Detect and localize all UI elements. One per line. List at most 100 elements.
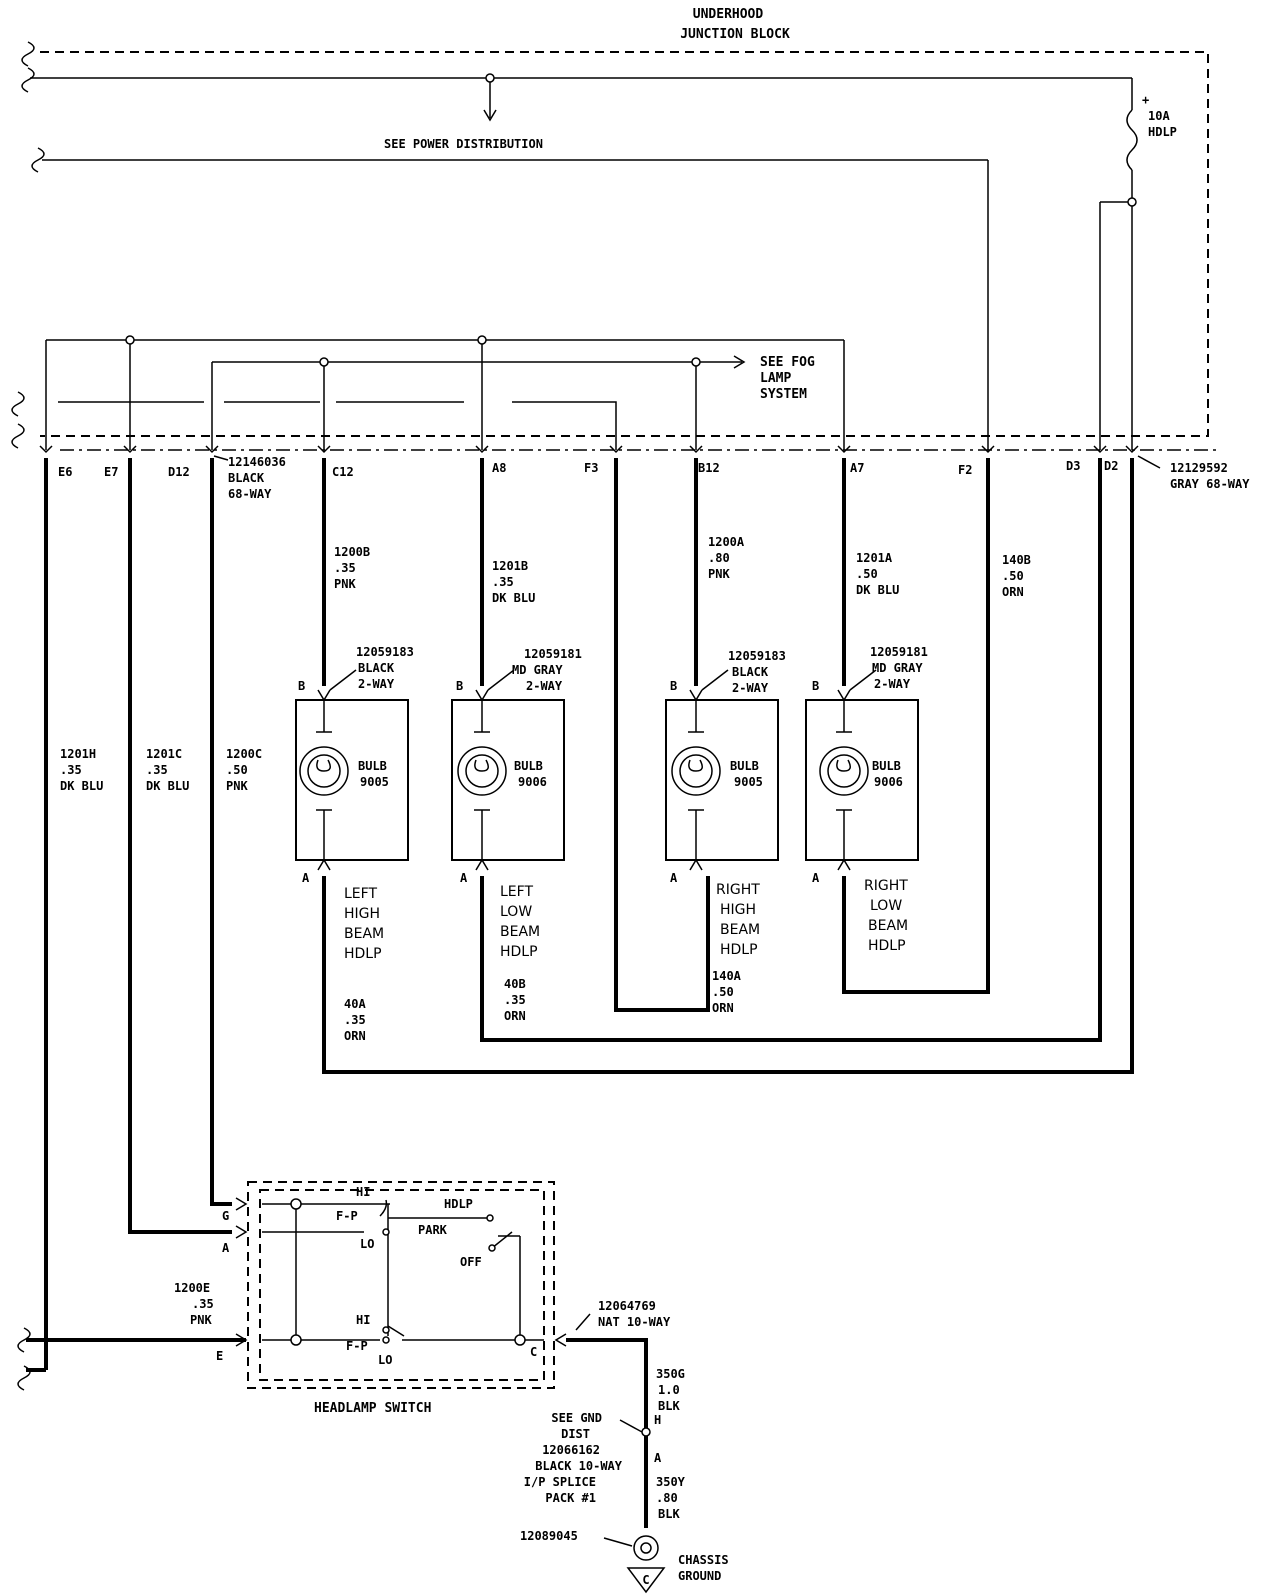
bulb-number: 9005 — [360, 775, 389, 789]
switch-lo-label-2: LO — [378, 1353, 392, 1367]
fuse-symbol — [1099, 109, 1138, 450]
lamp-3-name: BEAM — [720, 922, 760, 938]
bulb-label: BULB — [730, 759, 759, 773]
lamp-1-conn-ways: 2-WAY — [358, 677, 395, 691]
wire-1200a-gauge: .80 — [708, 551, 730, 565]
wire-140b-id: 140B — [1002, 553, 1031, 567]
lamp-4-name: RIGHT — [864, 878, 908, 894]
splice-point — [485, 73, 495, 83]
splice-point — [1127, 197, 1137, 207]
splice-pin-a: A — [654, 1451, 662, 1465]
power-bus — [30, 77, 1133, 450]
lamp-4-name: LOW — [870, 898, 902, 914]
connector-gray-part: 12129592 — [1170, 461, 1228, 475]
wire-350y-id: 350Y — [656, 1475, 686, 1489]
pin-b-label: B — [456, 679, 463, 693]
pin-a-label: A — [460, 871, 468, 885]
bulb-number: 9005 — [734, 775, 763, 789]
junction-block-title-1: UNDERHOOD — [693, 7, 764, 22]
pin-b-label: B — [812, 679, 819, 693]
fuse-plus: + — [1142, 93, 1149, 107]
wire-1200c-id: 1200C — [226, 747, 262, 761]
connector-gray-desc: GRAY 68-WAY — [1170, 477, 1250, 491]
lamp-3-name: HDLP — [720, 942, 758, 958]
splice-ref: PACK #1 — [545, 1491, 596, 1505]
pin-label: E6 — [58, 465, 72, 479]
switch-hi-label-2: HI — [356, 1313, 370, 1327]
wire-140b-gauge: .50 — [1002, 569, 1024, 583]
power-distribution-ref[interactable]: SEE POWER DISTRIBUTION — [384, 137, 543, 151]
splice-point — [125, 335, 135, 345]
lamp-3-name: RIGHT — [716, 882, 760, 898]
pin-label: A7 — [850, 461, 864, 475]
fog-lamp-ref-3: SYSTEM — [760, 387, 807, 402]
switch-title: HEADLAMP SWITCH — [314, 1401, 431, 1416]
splice-point — [691, 357, 701, 367]
wire-1201h-color: DK BLU — [60, 779, 103, 793]
wire-350g-id: 350G — [656, 1367, 685, 1381]
switch-pin-e: E — [216, 1349, 223, 1363]
wire-1201b-gauge: .35 — [492, 575, 514, 589]
ground-part: 12089045 — [520, 1529, 578, 1543]
switch-park-label: PARK — [418, 1223, 448, 1237]
lamp-right-low-beam[interactable]: BULB 9006 — [805, 689, 919, 871]
fuse-rating: 10A — [1148, 109, 1170, 123]
pin-a-label: A — [670, 871, 678, 885]
lamp-4-name: HDLP — [868, 938, 906, 954]
lamp-3-conn-part: 12059183 — [728, 649, 786, 663]
pin-label: F2 — [958, 463, 972, 477]
switch-fp-label-2: F-P — [346, 1339, 368, 1353]
leader-line — [1137, 455, 1161, 469]
lamp-4-conn-ways: 2-WAY — [874, 677, 911, 691]
connector-black-color: BLACK — [228, 471, 265, 485]
leader-line — [487, 669, 515, 691]
wire-1201c-id: 1201C — [146, 747, 182, 761]
splice-ref[interactable]: SEE GND — [551, 1411, 602, 1425]
pin-label: A8 — [492, 461, 506, 475]
pin-label: D12 — [168, 465, 190, 479]
main-wires — [26, 458, 1134, 1372]
splice-point — [477, 335, 487, 345]
splice-ref: DIST — [561, 1427, 590, 1441]
wire-1200b-id: 1200B — [334, 545, 370, 559]
lamp-1-name: HIGH — [344, 906, 380, 922]
wire-350g-gauge: 1.0 — [658, 1383, 680, 1397]
pin-b-label: B — [670, 679, 677, 693]
lamp-2-name: LEFT — [500, 884, 533, 900]
wire-40a-gauge: .35 — [344, 1013, 366, 1027]
wire-1201c-gauge: .35 — [146, 763, 168, 777]
wire-1200b-color: PNK — [334, 577, 356, 591]
lamp-1-name: LEFT — [344, 886, 377, 902]
switch-off-label: OFF — [460, 1255, 482, 1269]
lamp-1-conn-color: BLACK — [358, 661, 395, 675]
lamp-3-conn-ways: 2-WAY — [732, 681, 769, 695]
leader-line — [213, 455, 229, 461]
pin-label: F3 — [584, 461, 598, 475]
leader-line — [329, 669, 357, 691]
wire-1201h-gauge: .35 — [60, 763, 82, 777]
wire-1200a-id: 1200A — [708, 535, 745, 549]
splice-point — [319, 357, 329, 367]
wire-1200c-gauge: .50 — [226, 763, 248, 777]
bulb-label: BULB — [514, 759, 543, 773]
leader-line — [575, 1313, 591, 1331]
pin-label: B12 — [698, 461, 720, 475]
wire-40b-id: 40B — [504, 977, 526, 991]
lamp-right-high-beam[interactable]: BULB 9005 — [665, 689, 779, 871]
fog-lamp-ref-1[interactable]: SEE FOG — [760, 355, 815, 370]
ground-letter: C — [642, 1573, 649, 1587]
headlamp-switch[interactable] — [235, 1181, 567, 1389]
ground-wire — [566, 1338, 648, 1528]
wire-140a-color: ORN — [712, 1001, 734, 1015]
lamp-left-high-beam[interactable]: BULB 9005 — [295, 689, 409, 871]
ground-label-1: CHASSIS — [678, 1553, 729, 1567]
pin-a-label: A — [302, 871, 310, 885]
wire-350y-gauge: .80 — [656, 1491, 678, 1505]
wire-140b-color: ORN — [1002, 585, 1024, 599]
wire-1201b-color: DK BLU — [492, 591, 535, 605]
lamp-2-name: HDLP — [500, 944, 538, 960]
chassis-ground-icon — [626, 1535, 666, 1594]
connector-black-ways: 68-WAY — [228, 487, 272, 501]
lamp-left-low-beam[interactable]: BULB 9006 — [451, 689, 565, 871]
